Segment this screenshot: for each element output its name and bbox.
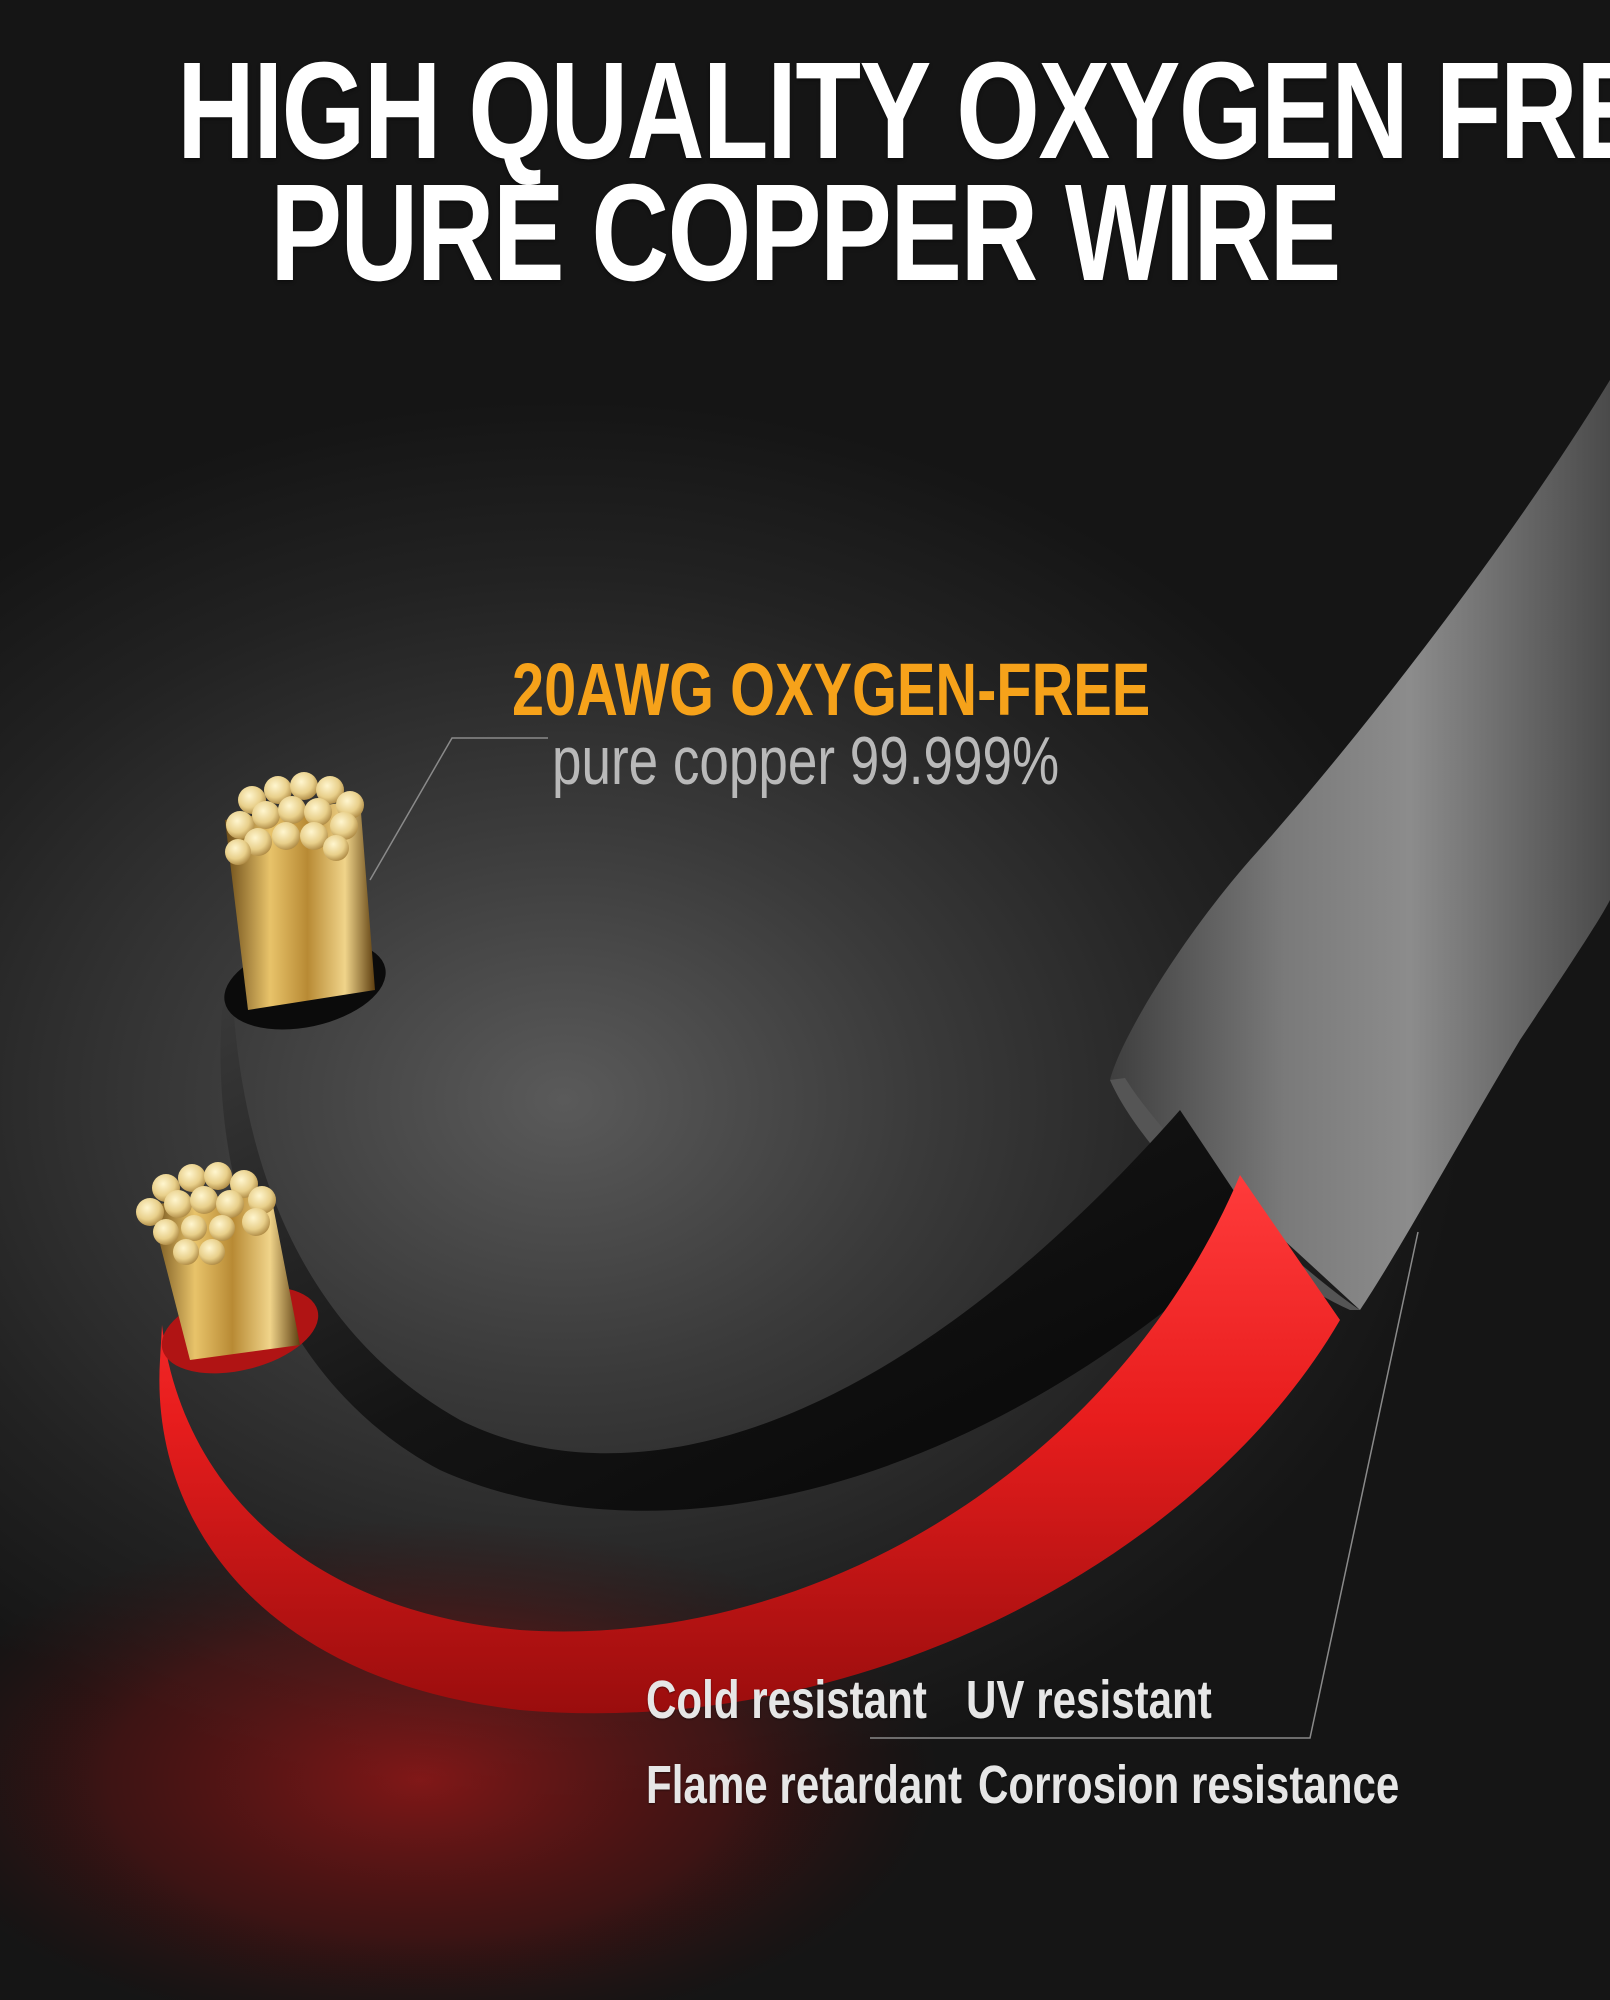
feature-cold-resistant: Cold resistant [646, 1670, 927, 1730]
feature-uv-resistant: UV resistant [966, 1670, 1212, 1730]
features-callout-line [870, 1231, 1419, 1739]
red-wire-insulation [159, 1175, 1340, 1714]
spec-title: 20AWG OXYGEN-FREE [512, 648, 1151, 731]
spec-callout-line [369, 737, 548, 881]
black-wire-insulation [220, 985, 1261, 1511]
headline-line-1: HIGH QUALITY OXYGEN FREE [177, 34, 1610, 188]
black-wire-strand-ends [225, 772, 364, 865]
spec-subtitle: pure copper 99.999% [552, 723, 1060, 799]
outer-sheath [1110, 380, 1610, 1310]
red-wire-strand-ends [136, 1162, 276, 1265]
headline: HIGH QUALITY OXYGEN FREE PURE COPPER WIR… [177, 34, 1610, 310]
sheath-cut-edge [1110, 1078, 1360, 1310]
feature-corrosion-resistance: Corrosion resistance [978, 1755, 1400, 1815]
headline-line-2: PURE COPPER WIRE [270, 156, 1341, 310]
feature-flame-retardant: Flame retardant [646, 1755, 963, 1815]
